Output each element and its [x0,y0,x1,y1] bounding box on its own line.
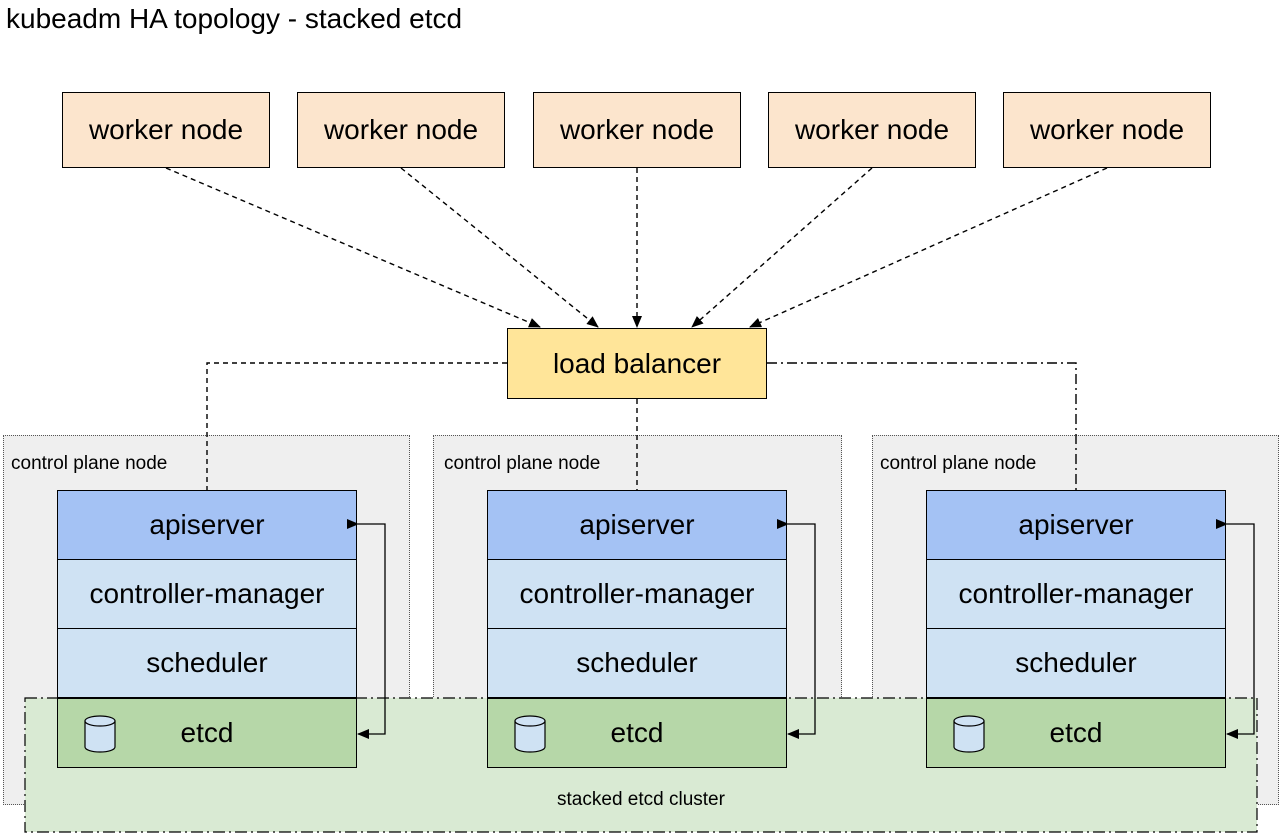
worker-node-1: worker node [62,92,270,168]
database-cylinder-icon [84,715,116,753]
worker-node-3: worker node [533,92,741,168]
apiserver-block: apiserver [926,490,1226,560]
scheduler-block: scheduler [57,628,357,698]
etcd-block: etcd [926,698,1226,768]
controller-manager-block: controller-manager [926,559,1226,629]
control-plane-node-label: control plane node [880,453,1037,474]
scheduler-block: scheduler [926,628,1226,698]
worker-node-2: worker node [297,92,505,168]
etcd-label: etcd [1049,717,1103,748]
controller-manager-block: controller-manager [487,559,787,629]
page-title: kubeadm HA topology - stacked etcd [6,3,463,34]
worker-1-to-lb-arrow [165,167,541,328]
worker-2-to-lb-arrow [400,167,599,328]
control-plane-node-label: control plane node [11,453,168,474]
etcd-label: etcd [180,717,234,748]
worker-node-4: worker node [768,92,976,168]
etcd-cluster-label: stacked etcd cluster [557,789,725,810]
scheduler-block: scheduler [487,628,787,698]
etcd-block: etcd [57,698,357,768]
load-balancer: load balancer [507,328,767,399]
worker-node-5: worker node [1003,92,1211,168]
database-cylinder-icon [514,715,546,753]
etcd-block: etcd [487,698,787,768]
etcd-label: etcd [610,717,664,748]
apiserver-block: apiserver [57,490,357,560]
database-cylinder-icon [953,715,985,753]
worker-5-to-lb-arrow [749,167,1108,328]
worker-4-to-lb-arrow [691,167,873,328]
controller-manager-block: controller-manager [57,559,357,629]
control-plane-node-label: control plane node [444,453,601,474]
apiserver-block: apiserver [487,490,787,560]
